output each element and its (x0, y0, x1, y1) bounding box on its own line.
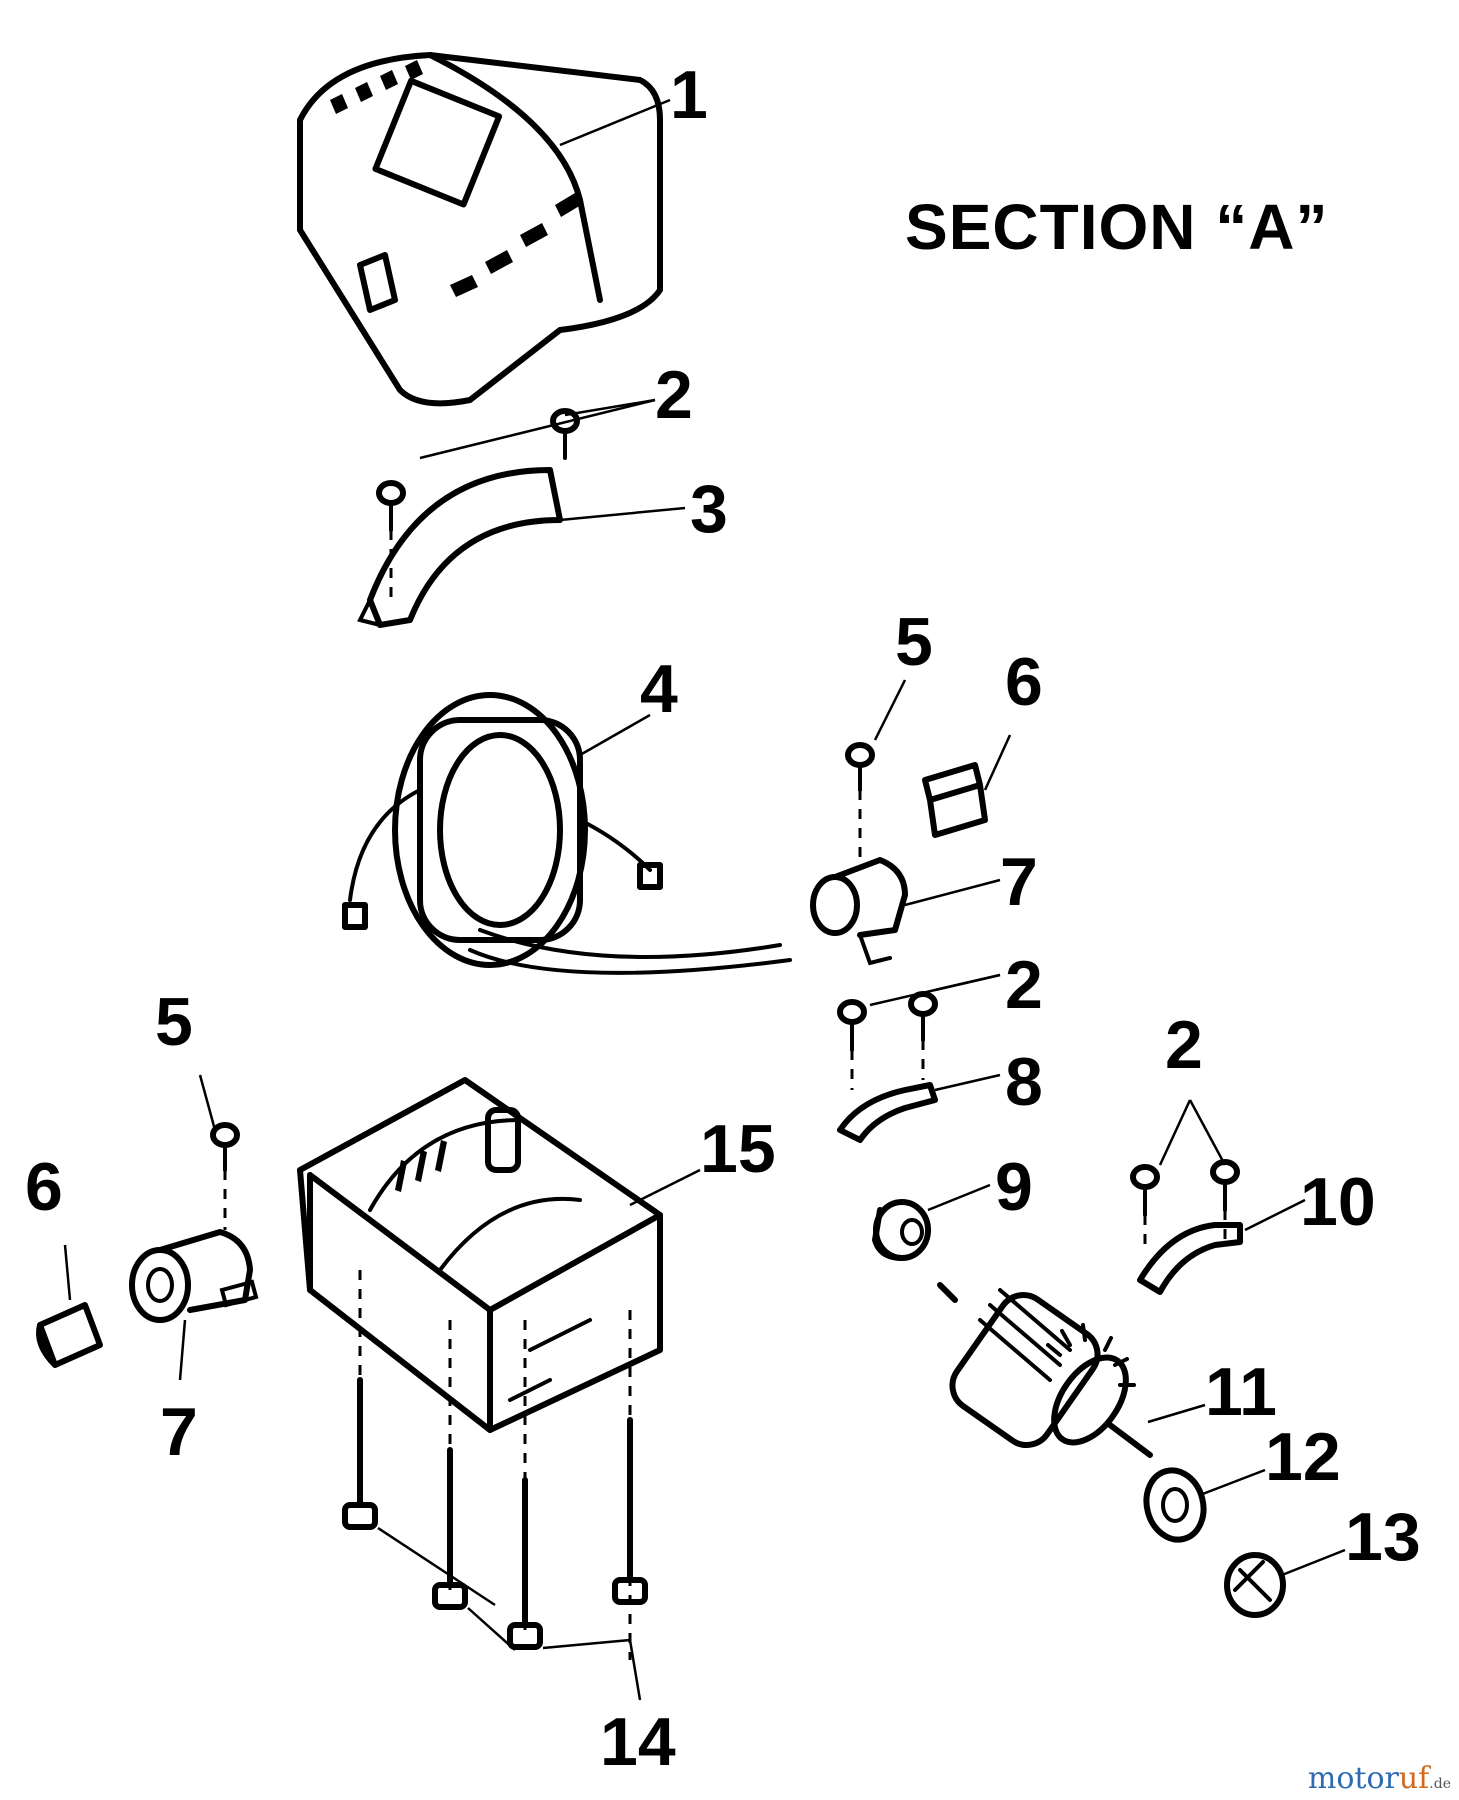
callout-1: 1 (670, 57, 708, 133)
bearing (872, 1199, 931, 1261)
fan (1224, 1552, 1286, 1618)
callout-8: 8 (1005, 1044, 1043, 1120)
cover-clamp (357, 467, 563, 628)
callout-2: 2 (1005, 947, 1043, 1023)
screw (550, 408, 580, 460)
callout-3: 3 (690, 471, 728, 547)
callout-7: 7 (1000, 844, 1038, 920)
screw (376, 480, 406, 532)
brush-holder (810, 857, 908, 966)
screw (210, 1122, 240, 1172)
callout-11: 11 (1205, 1354, 1277, 1430)
callout-15: 15 (700, 1111, 776, 1187)
armature (937, 1282, 1153, 1458)
motor-cover (297, 52, 663, 407)
carbon-brush (922, 762, 988, 838)
carbon-brush (36, 1302, 103, 1368)
watermark-logo: motoruf.de (1307, 1761, 1451, 1796)
callout-7: 7 (160, 1394, 198, 1470)
housing-screws (342, 1377, 648, 1650)
callout-2: 2 (1165, 1007, 1203, 1083)
section-title: SECTION “A” (905, 191, 1329, 263)
callout-12: 12 (1265, 1419, 1341, 1495)
screw (837, 999, 867, 1052)
callout-14: 14 (600, 1704, 676, 1780)
callout-6: 6 (1005, 644, 1043, 720)
callout-5: 5 (155, 984, 193, 1060)
callout-6: 6 (25, 1149, 63, 1225)
screw (908, 991, 938, 1042)
dashed-assembly-lines (223, 530, 1227, 1660)
callout-2: 2 (655, 357, 693, 433)
callout-13: 13 (1345, 1499, 1421, 1575)
screws (210, 408, 1240, 1217)
callout-5: 5 (895, 604, 933, 680)
brush-holder (129, 1229, 259, 1323)
callout-4: 4 (640, 651, 678, 727)
screw (1130, 1164, 1160, 1217)
leader-lines (63, 98, 1346, 1701)
clamp (837, 1082, 938, 1143)
callout-9: 9 (995, 1149, 1033, 1225)
motor-housing (297, 1077, 663, 1433)
ball-bearing (1143, 1467, 1207, 1543)
screw (1210, 1159, 1240, 1212)
clamp (1137, 1222, 1243, 1295)
field-stator (342, 692, 792, 975)
screw (845, 742, 875, 792)
callout-numbers: 1 2 3 4 5 6 7 2 8 2 9 10 15 5 6 7 11 12 … (25, 57, 1421, 1780)
callout-10: 10 (1300, 1164, 1376, 1240)
